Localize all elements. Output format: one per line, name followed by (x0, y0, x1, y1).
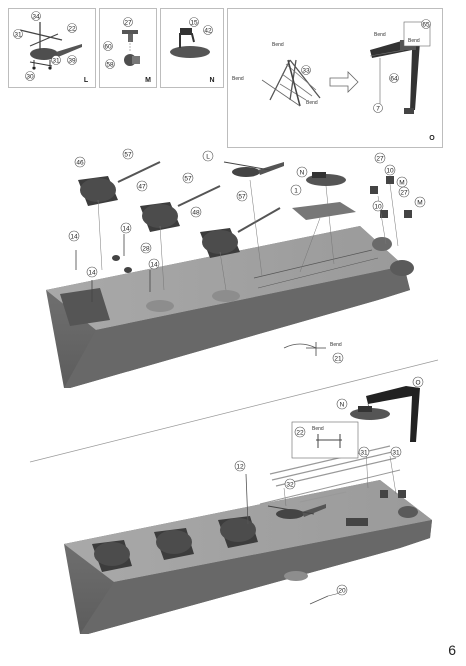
callout-u-14d: 14 (88, 269, 96, 276)
searchlight-drawing (122, 30, 140, 66)
callout-lo-31a: 31 (360, 449, 368, 456)
bend-label-o-3: Bend (306, 100, 318, 106)
callout-lo-22: 22 (296, 429, 304, 436)
arrow-icon (329, 71, 359, 93)
callout-u-57c: 57 (238, 193, 246, 200)
upper-plate-drawing (292, 202, 356, 220)
callout-u-m-b: M (417, 199, 422, 206)
callout-o-33: 33 (302, 67, 310, 74)
bend-label-o-1: Bend (272, 42, 284, 48)
upper-hull-drawing (46, 226, 414, 388)
callout-lo-32: 32 (286, 481, 294, 488)
callout-u-28: 28 (142, 245, 150, 252)
callout-l-22: 22 (68, 25, 76, 32)
callout-lo-12: 12 (236, 463, 244, 470)
callout-lo-31b: 31 (392, 449, 400, 456)
bend-label-o-2: Bend (232, 76, 244, 82)
upper-searchlights-drawing (370, 176, 412, 218)
bend-label-lower: Bend (312, 426, 324, 432)
callout-l-30: 30 (26, 73, 34, 80)
lower-deck-details (245, 447, 418, 526)
callout-u-m-a: M (399, 179, 404, 186)
upper-anchor-detail (283, 342, 326, 356)
bend-label-upper: Bend (330, 342, 342, 348)
callout-u-27b: 27 (400, 189, 408, 196)
callout-u-48: 48 (192, 209, 200, 216)
panel-l-letter: L (84, 77, 89, 84)
panel-n-letter: N (209, 77, 214, 84)
callout-u-10b: 10 (374, 203, 382, 210)
callout-u-21: 21 (334, 355, 342, 362)
panel-l-frame (8, 8, 96, 88)
assembly-divider (29, 359, 439, 463)
bend-label-o-5: Bend (408, 38, 420, 44)
page-number: 6 (448, 642, 456, 658)
callout-l-31b: 31 (52, 57, 60, 64)
upper-helicopter-drawing (223, 161, 284, 177)
callout-lo-n: N (340, 401, 345, 408)
panel-o: 33 65 64 7 Bend Bend Bend Bend Bend O (232, 19, 435, 142)
callout-m-60: 60 (104, 43, 112, 50)
callout-u-10a: 10 (386, 167, 394, 174)
callout-lo-20: 20 (338, 587, 346, 594)
upper-leader-lines (97, 179, 399, 291)
callout-u-46: 46 (76, 159, 84, 166)
callout-u-27a: 27 (376, 155, 384, 162)
callout-l-34: 34 (32, 13, 40, 20)
lower-helicopter-drawing (267, 504, 326, 519)
callout-u-1: 1 (294, 187, 298, 194)
callout-u-57b: 57 (184, 175, 192, 182)
upper-turrets (78, 161, 281, 258)
panel-m-letter: M (145, 77, 151, 84)
callout-u-l: L (206, 153, 210, 160)
upper-boat-drawing (306, 172, 346, 186)
panel-l: 34 31 22 30 31 39 L (13, 11, 89, 84)
lower-rails-drawing (259, 445, 401, 505)
callout-o-7: 7 (376, 105, 380, 112)
panel-o-letter: O (429, 135, 435, 142)
boat-drawing (170, 28, 210, 58)
callout-n-15: 15 (190, 19, 198, 26)
lower-assembly: O N 22 31 12 31 32 20 Bend (64, 376, 432, 634)
callout-u-14a: 14 (70, 233, 78, 240)
callout-u-47: 47 (138, 183, 146, 190)
lower-turrets (92, 516, 258, 572)
upper-assembly: 46 57 L 47 57 N 27 10 M 57 48 1 27 10 M … (46, 148, 426, 388)
callout-o-64: 64 (390, 75, 398, 82)
helicopter-drawing (19, 22, 82, 70)
bend-label-o-4: Bend (374, 32, 386, 38)
crane-parts-drawing (261, 59, 321, 107)
callout-u-n: N (300, 169, 305, 176)
callout-lo-o: O (415, 379, 420, 386)
panel-n: 15 42 N (170, 17, 215, 84)
callout-o-65: 65 (422, 21, 430, 28)
callout-m-27: 27 (124, 19, 132, 26)
callout-u-14c: 14 (150, 261, 158, 268)
callout-l-31a: 31 (14, 31, 22, 38)
lower-boat-drawing (350, 406, 390, 420)
callout-u-57a: 57 (124, 151, 132, 158)
callout-u-14b: 14 (122, 225, 130, 232)
callout-m-58: 58 (106, 61, 114, 68)
crane-assembled-drawing (369, 21, 431, 114)
callout-n-42: 42 (204, 27, 212, 34)
upper-masts-drawing (75, 234, 151, 302)
callout-l-39: 39 (68, 57, 76, 64)
panel-m: 27 60 58 M (103, 17, 151, 84)
